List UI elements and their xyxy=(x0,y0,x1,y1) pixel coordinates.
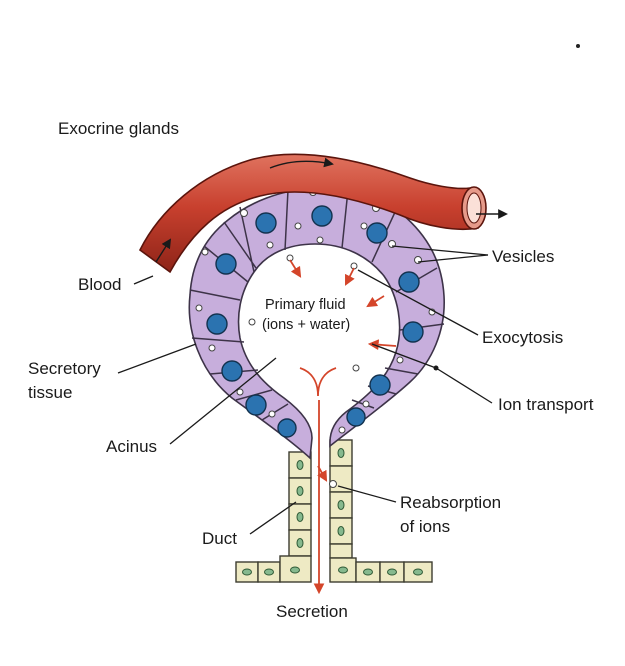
blood-flow-arrow xyxy=(155,238,172,263)
duct xyxy=(235,439,433,583)
label-duct: Duct xyxy=(202,529,237,548)
leader-lines xyxy=(117,245,493,535)
label-of-ions: of ions xyxy=(400,517,450,536)
label-tissue: tissue xyxy=(28,383,72,402)
label-primary-fluid: Primary fluid xyxy=(265,297,346,313)
label-ion-transport: Ion transport xyxy=(498,395,594,414)
acinus xyxy=(188,187,445,460)
label-exocytosis: Exocytosis xyxy=(482,328,563,347)
label-acinus: Acinus xyxy=(106,437,157,456)
label-blood: Blood xyxy=(78,275,121,294)
label-secretory: Secretory xyxy=(28,359,101,378)
label-vesicles: Vesicles xyxy=(492,247,554,266)
label-reabsorption: Reabsorption xyxy=(400,493,501,512)
fluid-flow-arrows xyxy=(289,259,397,595)
blood-flow-arrow xyxy=(269,157,334,169)
blood-vessel xyxy=(138,153,508,274)
corner-dot xyxy=(576,44,580,48)
label-secretion: Secretion xyxy=(276,602,348,621)
label-exocrine-glands: Exocrine glands xyxy=(58,119,179,138)
label-primary-fluid-sub: (ions + water) xyxy=(262,317,350,333)
